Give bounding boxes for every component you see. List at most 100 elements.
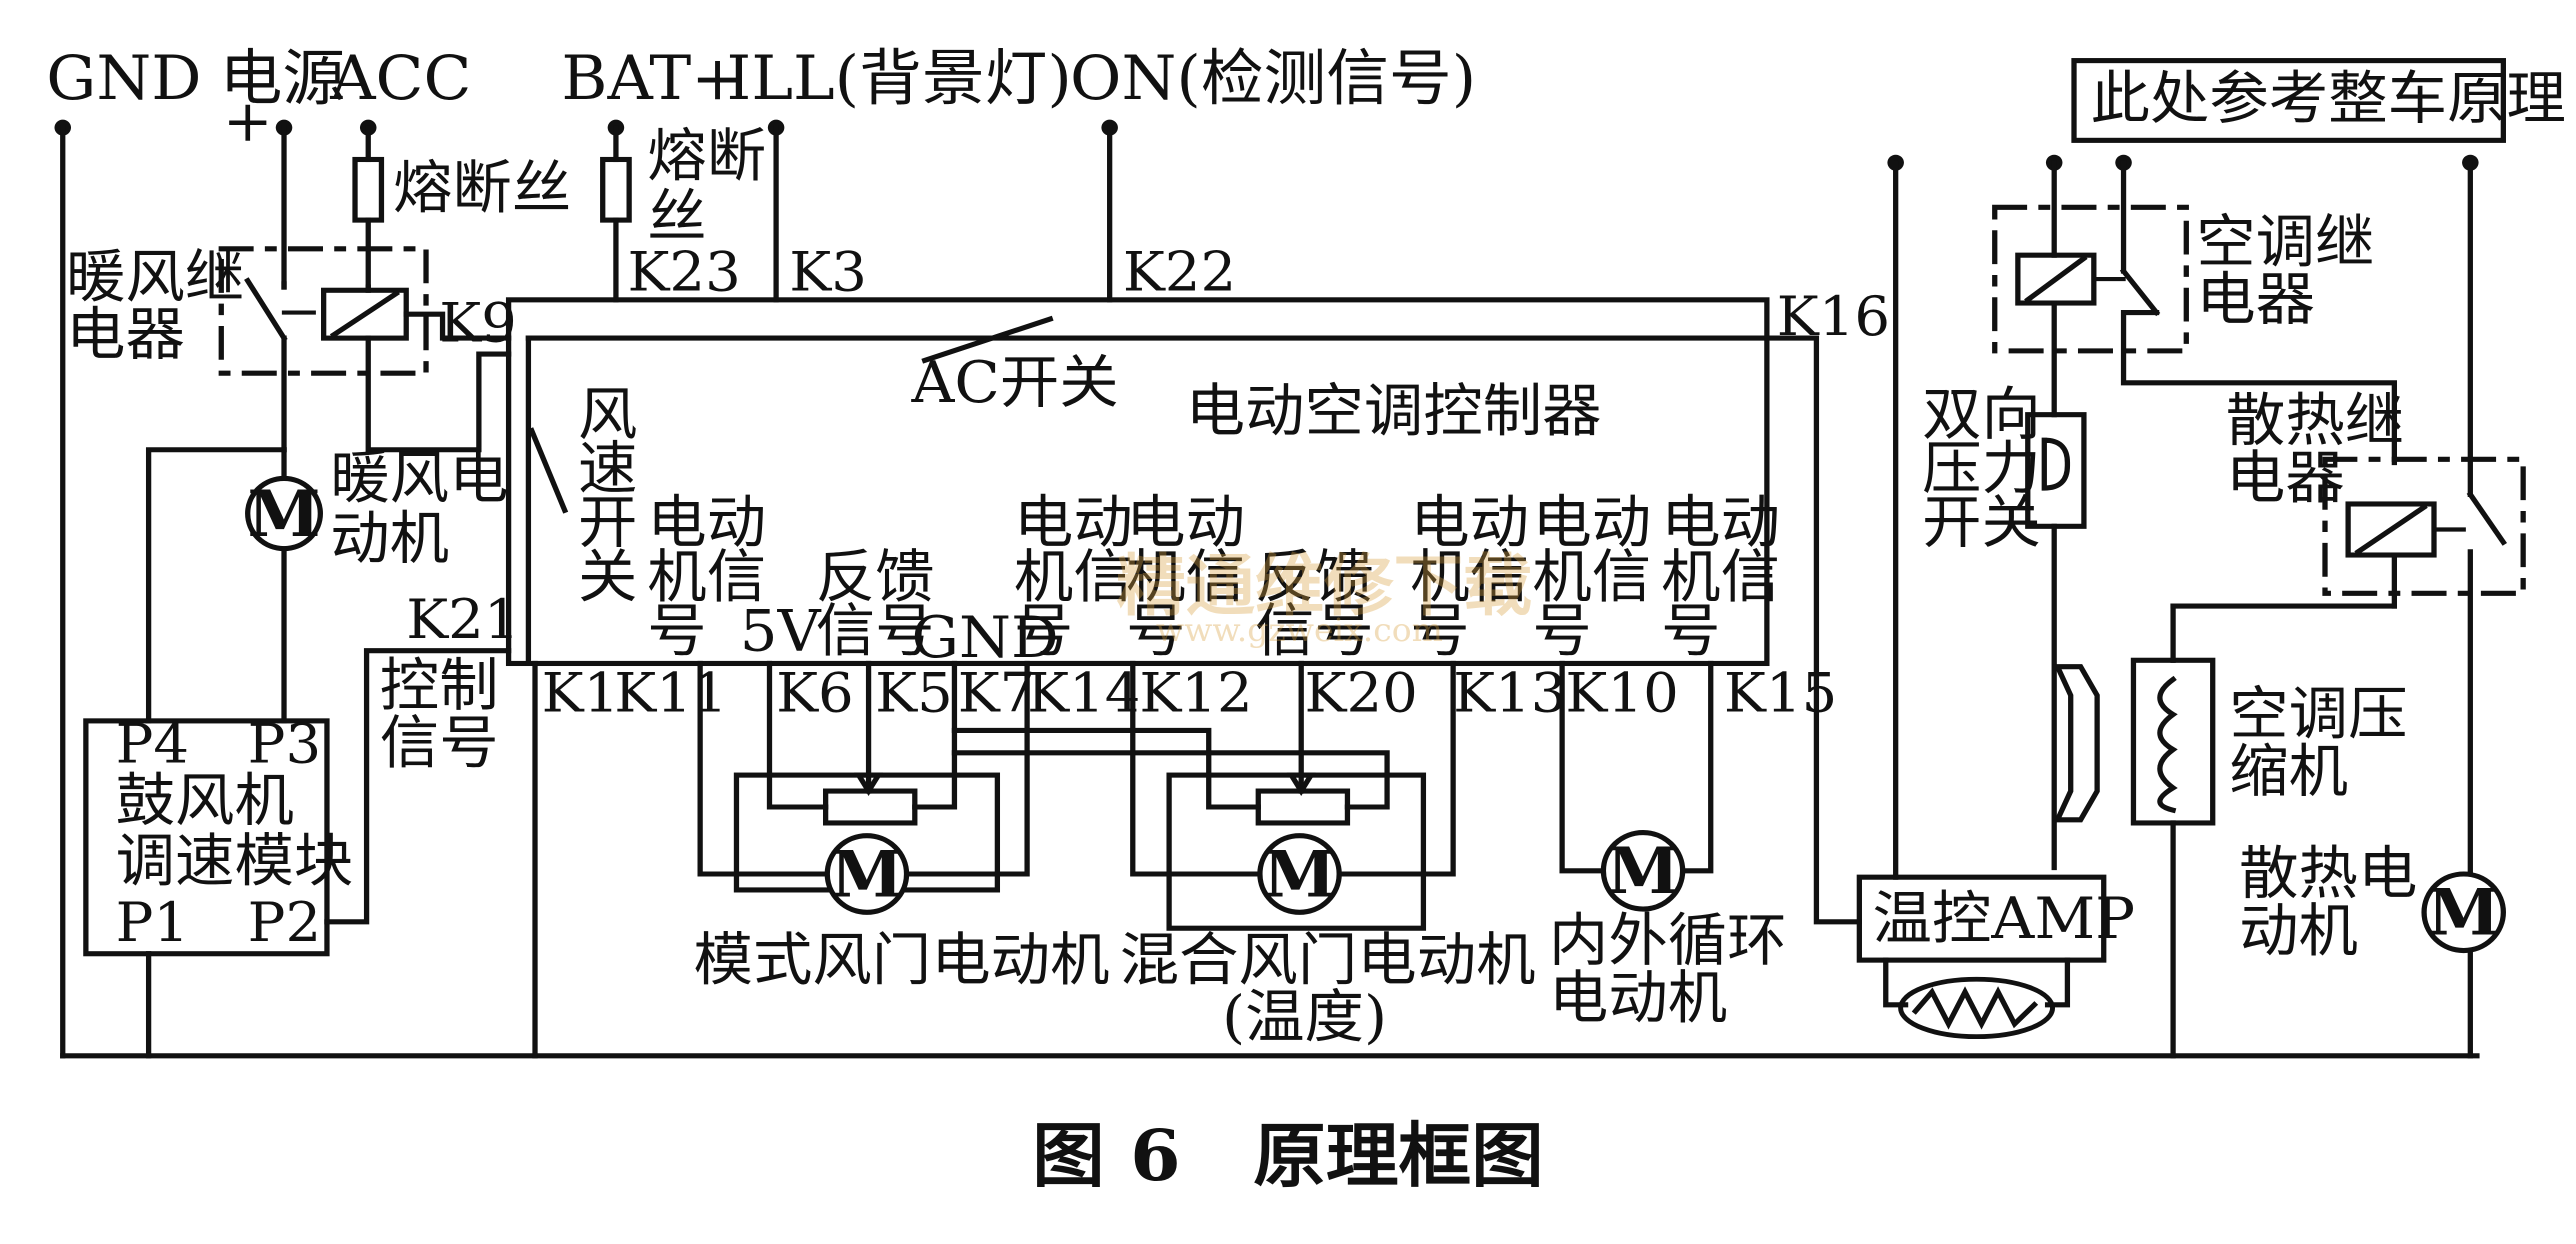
fan-speed-label-3: 开 — [578, 489, 637, 556]
mode-door-motor — [824, 833, 910, 915]
pin-k13: K13 — [1453, 662, 1566, 725]
control-signal-label-2: 信号 — [380, 709, 499, 776]
pin-k3: K3 — [789, 241, 867, 304]
recirc-motor-m: M — [1606, 834, 1679, 909]
motor-signal-3-a: 电动 — [1126, 489, 1245, 556]
p4-wire — [145, 447, 287, 724]
feedback-2-a: 反馈 — [1255, 543, 1374, 610]
ill-terminal-label: ILL(背景灯) — [727, 43, 1072, 114]
k7-wire — [912, 660, 958, 810]
radiator-motor-label-1: 散热电 — [2239, 840, 2417, 907]
recirc-motor — [1600, 829, 1686, 912]
k12-wire — [1130, 660, 1261, 877]
pin-k14: K14 — [1027, 662, 1140, 725]
pressure-switch-label-2: 压力 — [1922, 435, 2041, 502]
blend-gnd-wire — [951, 750, 1390, 810]
control-signal-wire — [324, 648, 512, 925]
blend-door-label-2: (温度) — [1222, 984, 1387, 1051]
motor-signal-4-a: 电动 — [1410, 489, 1529, 556]
pin-k23: K23 — [627, 241, 740, 304]
power-terminal-label: 电源 — [220, 43, 345, 114]
signal-gnd: GND — [912, 604, 1059, 671]
figure-caption: 图 6 原理框图 — [1032, 1114, 1544, 1197]
compressor-label-1: 空调压 — [2229, 681, 2407, 748]
pin-k9: K9 — [439, 292, 517, 355]
k11-wire — [697, 660, 832, 877]
blend-door-label-1: 混合风门电动机 — [1120, 926, 1536, 993]
blower-module-box — [83, 718, 330, 957]
controller-title: 电动空调控制器 — [1186, 378, 1602, 445]
heater-motor-label-1: 暖风电 — [330, 445, 508, 512]
pin-k22: K22 — [1123, 241, 1236, 304]
pin-k20: K20 — [1305, 662, 1418, 725]
reference-note-text: 此处参考整车原理 — [2091, 65, 2566, 132]
pin-k21: K21 — [406, 589, 519, 652]
blend-door-pot — [1255, 788, 1351, 826]
ac-relay-box — [1992, 204, 2189, 354]
heater-relay-contact — [244, 277, 288, 342]
k15-wire — [1678, 660, 1714, 874]
pin-k1: K1 — [542, 662, 620, 725]
feedback-1-b: 信号 — [816, 598, 935, 665]
motor-signal-6-a: 电动 — [1661, 489, 1780, 556]
fuse-label-2a: 熔断 — [647, 122, 766, 189]
motor-signal-5-b: 机信 — [1532, 543, 1651, 610]
blower-p1: P1 — [116, 892, 189, 955]
blend-5v-wire — [951, 727, 1261, 810]
motor-signal-1-c: 号 — [647, 598, 706, 665]
bat-terminal-label: BAT+ — [561, 43, 743, 114]
pressure-switch-label-3: 开关 — [1922, 489, 2041, 556]
radiator-relay-box — [2322, 456, 2526, 596]
recirc-label-2: 电动机 — [1549, 964, 1727, 1031]
heater-relay-label-1: 暖风继 — [66, 244, 244, 311]
compressor-box — [2130, 657, 2216, 826]
ac-relay-contact — [2119, 267, 2161, 317]
k14-wire — [902, 660, 1030, 877]
ac-relay-label-2: 电器 — [2196, 266, 2315, 333]
ac-switch-contact — [921, 315, 1054, 364]
mode-door-motor-m: M — [830, 837, 903, 912]
motor-signal-1-a: 电动 — [647, 489, 766, 556]
motor-signal-2-b: 机信 — [1014, 543, 1133, 610]
power-plus-label: + — [223, 87, 273, 154]
acc-fuse — [352, 156, 385, 223]
compressor-coil — [2157, 675, 2178, 814]
blower-p4: P4 — [116, 713, 189, 776]
pin-k7: K7 — [958, 662, 1036, 725]
fan-speed-label-1: 风 — [578, 381, 637, 448]
k13-wire — [1338, 660, 1456, 877]
control-signal-label-1: 控制 — [380, 652, 499, 719]
pin-k5: K5 — [875, 662, 953, 725]
feedback-5v: 5V — [740, 598, 823, 665]
radiator-relay-feed — [2120, 310, 2398, 466]
blower-module-name-1: 鼓风机 — [116, 767, 294, 834]
feedback-1-a: 反馈 — [816, 543, 935, 610]
mode-door-label: 模式风门电动机 — [694, 926, 1110, 993]
feedback-2-b: 信号 — [1255, 598, 1374, 665]
mode-door-pot — [822, 788, 918, 826]
pin-k11: K11 — [614, 662, 727, 725]
fan-speed-label-4: 关 — [578, 543, 637, 610]
motor-signal-4-b: 机信 — [1410, 543, 1529, 610]
motor-signal-5-c: 号 — [1532, 598, 1591, 665]
watermark-url: www.gzweix.com — [1156, 612, 1443, 649]
ac-switch-label: AC开关 — [910, 349, 1118, 416]
motor-signal-2-c: 号 — [1014, 598, 1073, 665]
blower-p3: P3 — [248, 713, 321, 776]
fuse-label-1: 熔断丝 — [393, 154, 571, 221]
pin-k12: K12 — [1139, 662, 1252, 725]
k6-wire — [766, 660, 829, 810]
motor-signal-6-c: 号 — [1661, 598, 1720, 665]
reference-note-box — [2071, 58, 2506, 143]
fan-speed-switch-contact — [528, 427, 569, 514]
motor-signal-6-b: 机信 — [1661, 543, 1780, 610]
radiator-motor-label-2: 动机 — [2239, 897, 2358, 964]
ac-relay-label-1: 空调继 — [2196, 209, 2374, 276]
blend-door-motor-m: M — [1263, 837, 1336, 912]
motor-signal-3-c: 号 — [1126, 598, 1185, 665]
blower-p2: P2 — [248, 892, 321, 955]
pin-k15: K15 — [1724, 662, 1837, 725]
heater-motor-m: M — [247, 477, 320, 552]
motor-signal-3-b: 机信 — [1126, 543, 1245, 610]
